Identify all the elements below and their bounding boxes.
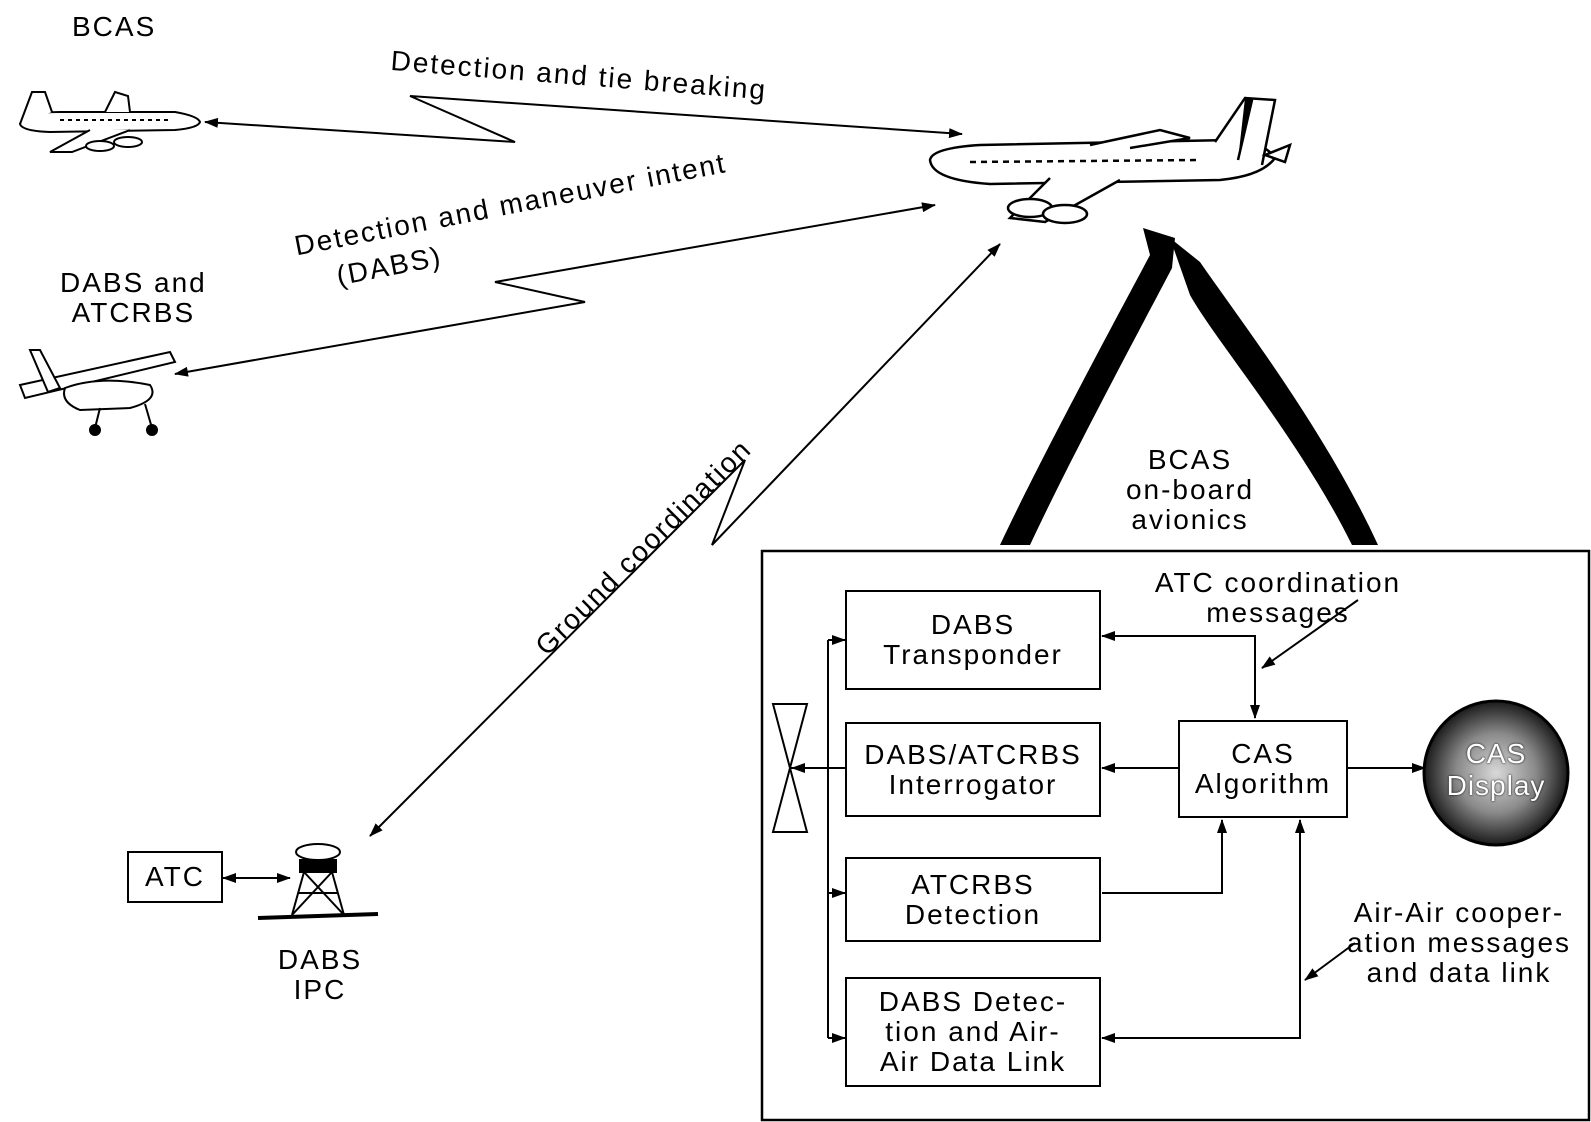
ground-station-icon: [257, 843, 379, 920]
tie-breaking-link: [204, 95, 963, 143]
cas-display-label: CAS Display: [1446, 738, 1546, 801]
dabs-ipc-label: DABS IPC: [277, 944, 363, 1005]
antenna-bus: [790, 635, 846, 1043]
dabs-atcrbs-aircraft-label: DABS and ATCRBS: [60, 267, 207, 328]
antenna-icon: [771, 703, 809, 833]
atc-box: ATC: [127, 851, 223, 903]
own-aircraft-icon: [928, 96, 1292, 225]
dabs-detection-box: DABS Detec- tion and Air- Air Data Link: [845, 977, 1101, 1087]
maneuver-intent-link: [174, 202, 936, 377]
interrogator-box: DABS/ATCRBS Interrogator: [845, 722, 1101, 817]
bcas-airliner-icon: [18, 90, 202, 153]
internal-connections: [222, 599, 1426, 1043]
cas-display-screen: [1422, 699, 1570, 847]
bcas-aircraft-label: BCAS: [72, 11, 157, 42]
general-aviation-plane-icon: [18, 349, 177, 436]
onboard-arch-arrow: [1000, 228, 1378, 545]
dabs-transponder-box: DABS Transponder: [845, 590, 1101, 690]
onboard-avionics-label: BCAS on-board avionics: [1125, 444, 1255, 535]
cas-algorithm-box: CAS Algorithm: [1178, 720, 1348, 818]
ground-coordination-link: [369, 243, 1001, 837]
atc-coordination-label: ATC coordination messages: [1154, 567, 1402, 628]
air-air-cooperation-label: Air-Air cooper- ation messages and data …: [1346, 897, 1572, 988]
atcrbs-detection-box: ATCRBS Detection: [845, 857, 1101, 942]
avionics-enclosure: [760, 549, 1591, 1122]
